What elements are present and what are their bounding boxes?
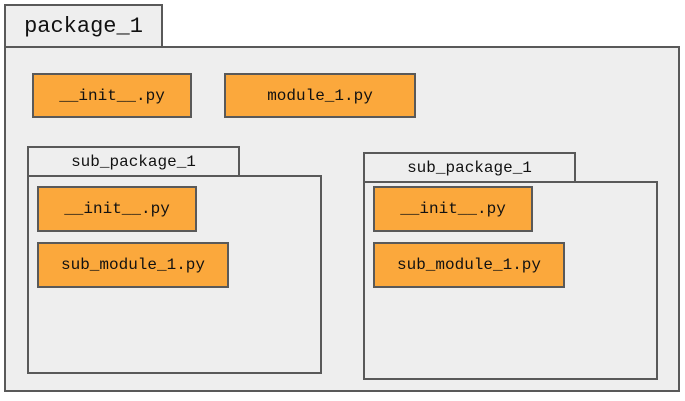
file-label: sub_module_1.py (60, 256, 206, 274)
file-label: sub_module_1.py (396, 256, 542, 274)
sub-package-name: sub_package_1 (71, 152, 196, 171)
sub-package-name: sub_package_1 (407, 158, 532, 177)
file-module-1: module_1.py (224, 73, 416, 118)
sub-file-module-left: sub_module_1.py (37, 242, 229, 288)
sub-package-tab-left: sub_package_1 (27, 146, 240, 177)
sub-file-init-left: __init__.py (37, 186, 197, 232)
file-label: __init__.py (64, 200, 170, 218)
sub-package-tab-right: sub_package_1 (363, 152, 576, 183)
file-label: module_1.py (267, 86, 373, 105)
sub-file-init-right: __init__.py (373, 186, 533, 232)
file-label: __init__.py (400, 200, 506, 218)
file-label: __init__.py (59, 86, 165, 105)
package-tab: package_1 (4, 4, 163, 48)
sub-file-module-right: sub_module_1.py (373, 242, 565, 288)
file-init: __init__.py (32, 73, 192, 118)
package-name: package_1 (24, 13, 143, 39)
